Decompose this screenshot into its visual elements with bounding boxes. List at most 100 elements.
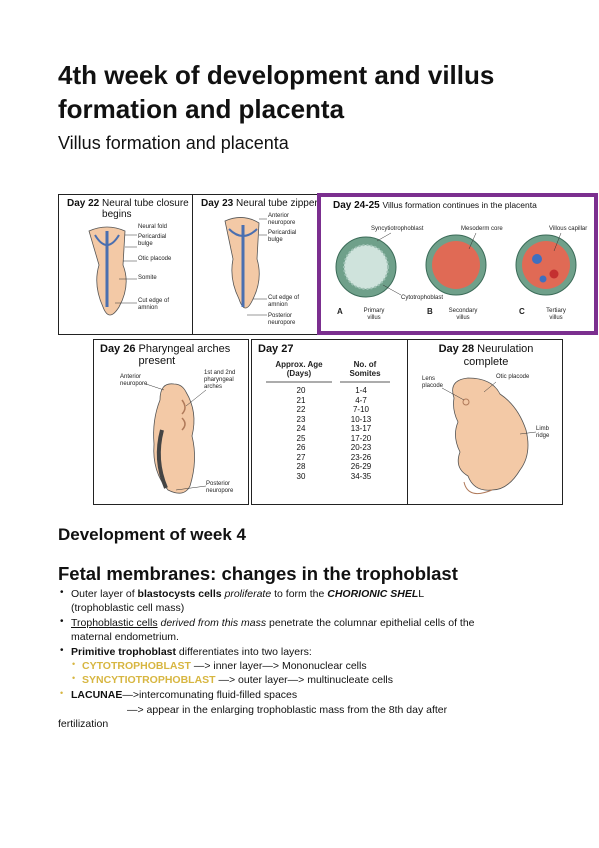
somite-table-row: 26 20-23 xyxy=(270,443,390,453)
somite-table-row: 22 7-10 xyxy=(270,405,390,415)
somite-count-cell: 34-35 xyxy=(350,471,372,481)
sub-bullet-cytotrophoblast: CYTOTROPHOBLAST —> inner layer—> Mononuc… xyxy=(82,659,367,673)
day23-label-amnion: Cut edge of amnion xyxy=(268,295,300,308)
villus-letter-b: B xyxy=(427,307,433,316)
cytotrophoblast-term: CYTOTROPHOBLAST xyxy=(82,660,191,672)
day23-embryo-illustration xyxy=(224,217,267,316)
sub-bullet-dot: • xyxy=(72,659,76,669)
day27-day: Day 27 xyxy=(258,343,294,355)
text: (trophoblastic cell mass) xyxy=(71,602,185,614)
text-italic: derived from this mass xyxy=(160,617,267,629)
day22-label-neural-fold: Neural fold xyxy=(138,224,168,230)
day23-label-posterior: Posterior neuropore xyxy=(268,313,296,326)
bullet-trophoblastic-cells: Trophoblastic cells derived from this ma… xyxy=(71,616,475,644)
somite-table-row: 27 23-26 xyxy=(270,453,390,463)
day28-day: Day 28 xyxy=(438,343,475,355)
text: Outer layer of xyxy=(71,588,138,600)
label-villous-capillary: Villous capillar xyxy=(549,226,588,232)
section-heading-fetal-membranes: Fetal membranes: changes in the trophobl… xyxy=(58,563,458,584)
text-bold: blastocysts cells xyxy=(137,588,222,600)
sub-bullet-dot: • xyxy=(72,673,76,683)
lacunae-term: LACUNAE xyxy=(71,689,123,701)
somite-count-cell: 17-20 xyxy=(350,433,372,443)
day27-col2-header: No. of Somites xyxy=(349,360,381,378)
day26-label-arches: 1st and 2nd pharyngeal arches xyxy=(204,370,236,390)
villus-diagrams xyxy=(335,232,577,298)
somite-age-cell: 27 xyxy=(296,452,306,462)
somite-table-row: 28 26-29 xyxy=(270,462,390,472)
text: —>intercomunating fluid-filled spaces xyxy=(122,689,298,701)
panel-day24-25: Day 24-25 Villus formation continues in … xyxy=(317,193,598,335)
day27-header-rules xyxy=(266,381,390,383)
page-title: 4th week of development and villus forma… xyxy=(58,60,495,124)
bullet-primitive-trophoblast: Primitive trophoblast differentiates int… xyxy=(71,645,312,659)
bullet-dot: • xyxy=(60,587,64,598)
day26-caption: Pharyngeal arches present xyxy=(138,343,231,367)
somite-count-cell: 1-4 xyxy=(355,386,367,396)
day22-caption: Neural tube closure begins xyxy=(102,198,189,220)
day28-label-otic: Otic placode xyxy=(496,374,530,380)
day26-embryo-illustration xyxy=(145,383,207,494)
somite-count-cell: 4-7 xyxy=(355,395,367,405)
label-mesoderm-core: Mesoderm core xyxy=(461,226,503,232)
text: penetrate the columnar epithelial cells … xyxy=(266,617,475,629)
day28-label-lens: Lens placode xyxy=(422,376,444,389)
somite-age-cell: 22 xyxy=(296,405,306,415)
section-heading-week4: Development of week 4 xyxy=(58,525,247,544)
lacunae-continuation-2: fertilization xyxy=(58,718,109,730)
somite-age-cell: 28 xyxy=(296,462,306,472)
text: to form the xyxy=(271,588,328,600)
label-cytotrophoblast: Cytotrophoblast xyxy=(401,295,444,301)
text-italic: proliferate xyxy=(224,588,272,600)
somite-age-cell: 21 xyxy=(296,395,306,405)
panel-day22: Day 22 Neural tube closure begins Neural… xyxy=(58,194,193,335)
somite-age-cell: 23 xyxy=(296,414,306,424)
day26-label-posterior: Posterior neuropore xyxy=(206,481,234,494)
bullet-dot: • xyxy=(60,645,64,656)
bullet-blastocysts: Outer layer of blastocysts cells prolife… xyxy=(71,587,424,615)
day27-col1-header: Approx. Age (Days) xyxy=(275,360,323,378)
syncytiotrophoblast-term: SYNCYTIOTROPHOBLAST xyxy=(82,674,216,686)
somite-table-row: 21 4-7 xyxy=(270,396,390,406)
text: —> outer layer—> multinucleate cells xyxy=(215,674,394,686)
bullet-dot: • xyxy=(60,616,64,627)
day28-label-limb: Limb ridge xyxy=(536,426,550,439)
panel-day28: Day 28 Neurulation complete Lens placode… xyxy=(407,339,563,505)
somite-count-cell: 23-26 xyxy=(350,452,372,462)
somite-age-cell: 26 xyxy=(296,443,306,453)
lacunae-continuation: —> appear in the enlarging trophoblastic… xyxy=(127,704,448,716)
day23-day: Day 23 xyxy=(201,198,234,209)
text: —> inner layer—> Mononuclear cells xyxy=(190,660,367,672)
day28-caption: Neurulation complete xyxy=(463,343,534,368)
day22-label-otic: Otic placode xyxy=(138,256,172,262)
somite-count-cell: 7-10 xyxy=(352,405,369,415)
somite-count-cell: 13-17 xyxy=(350,424,372,434)
day23-label-pericardial: Pericardial bulge xyxy=(268,230,297,243)
day22-label-pericardial: Pericardial bulge xyxy=(138,234,167,247)
day26-day: Day 26 xyxy=(100,343,136,355)
somite-count-cell: 26-29 xyxy=(350,462,372,472)
day2425-day: Day 24-25 xyxy=(333,200,380,211)
panel-day27: Day 27 Approx. Age (Days) No. of Somites… xyxy=(251,339,408,505)
chorionic-shell-term: CHORIONIC SHEL xyxy=(327,588,419,600)
somite-age-cell: 24 xyxy=(296,424,306,434)
bullet-dot-gold: • xyxy=(60,688,64,698)
label-syncytiotrophoblast: Syncytiotrophoblast xyxy=(371,226,424,232)
text-bold: Primitive trophoblast xyxy=(71,646,177,658)
somite-table-row: 24 13-17 xyxy=(270,424,390,434)
day23-label-anterior: Anterior neuropore xyxy=(268,213,296,226)
bullet-lacunae: LACUNAE—>intercomunating fluid-filled sp… xyxy=(71,688,297,702)
somite-age-cell: 20 xyxy=(296,386,306,396)
day28-embryo-illustration xyxy=(441,377,537,495)
panel-day23: Day 23 Neural tube zipper Anterior neuro… xyxy=(192,194,318,335)
text: L xyxy=(418,588,425,600)
text-underlined: Trophoblastic cells xyxy=(71,617,158,629)
day23-caption: Neural tube zipper xyxy=(236,198,318,209)
somite-count-cell: 20-23 xyxy=(350,443,372,453)
day22-label-amnion: Cut edge of amnion xyxy=(138,298,170,311)
somite-table-row: 20 1-4 xyxy=(270,386,390,396)
day22-day: Day 22 xyxy=(67,198,100,209)
